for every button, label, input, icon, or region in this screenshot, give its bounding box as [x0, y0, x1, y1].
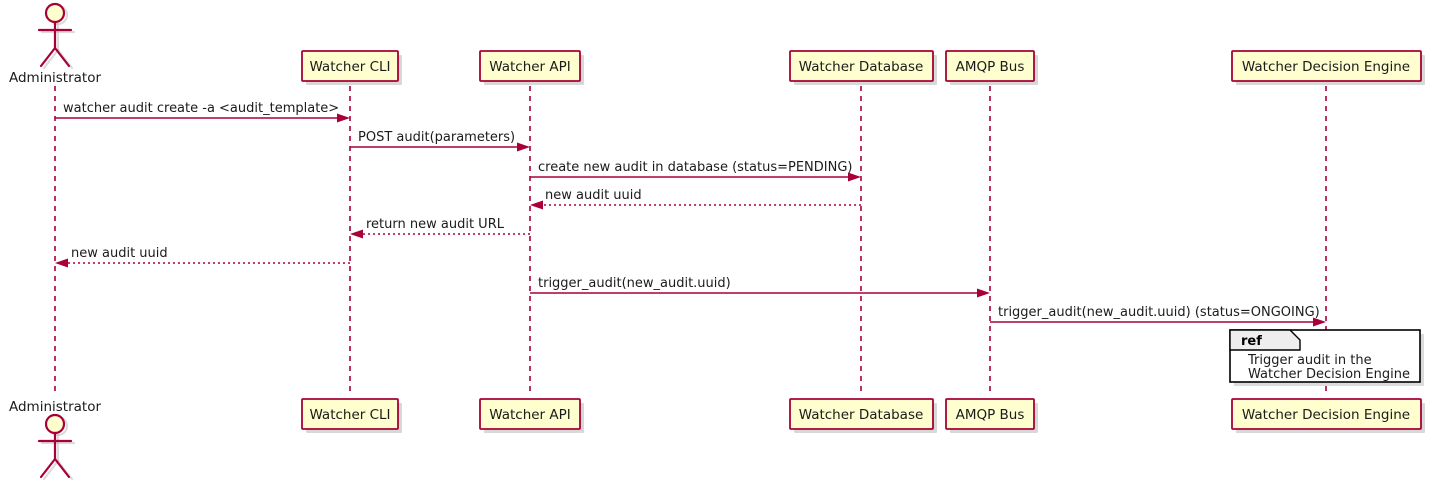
participant-box — [479, 398, 581, 430]
participant-box — [479, 50, 581, 82]
lifelines — [54, 86, 1327, 396]
participant-watcher-api-bottom[interactable]: Watcher API — [479, 398, 584, 433]
message-return-new-audit-url[interactable]: return new audit URL — [350, 217, 530, 239]
message-new-audit-uuid-cli[interactable]: new audit uuid — [55, 246, 350, 268]
participant-label-watcher-cli-bottom: Watcher CLI — [309, 407, 390, 423]
message-trigger-audit[interactable]: trigger_audit(new_audit.uuid) — [530, 276, 990, 298]
participant-label-administrator-top: Administrator — [9, 70, 101, 86]
participant-label-watcher-decision-engine-top: Watcher Decision Engine — [1242, 59, 1410, 75]
ref-text-line-2: Watcher Decision Engine — [1248, 367, 1410, 382]
participant-box — [301, 50, 399, 82]
message-label: trigger_audit(new_audit.uuid) — [538, 276, 731, 291]
message-label: new audit uuid — [71, 246, 168, 261]
arrow-head-left — [530, 200, 543, 210]
actor-icon — [37, 413, 73, 479]
message-label: POST audit(parameters) — [358, 130, 515, 145]
arrow-head-right — [977, 288, 990, 298]
participant-label-watcher-api-top: Watcher API — [489, 59, 571, 75]
message-label: return new audit URL — [366, 217, 505, 232]
arrow-head-right — [1313, 317, 1326, 327]
message-label: trigger_audit(new_audit.uuid) (status=ON… — [998, 305, 1320, 320]
message-label: new audit uuid — [545, 188, 642, 203]
participant-box — [789, 398, 934, 430]
participant-watcher-cli-top[interactable]: Watcher CLI — [301, 50, 402, 85]
arrow-head-right — [337, 113, 350, 123]
participant-label-amqp-bus-top: AMQP Bus — [956, 59, 1025, 75]
message-label: watcher audit create -a <audit_template> — [63, 101, 339, 116]
message-watcher-audit-create[interactable]: watcher audit create -a <audit_template> — [55, 101, 350, 123]
participant-watcher-database-bottom[interactable]: Watcher Database — [789, 398, 937, 433]
participant-administrator-top[interactable]: Administrator — [9, 2, 101, 86]
ref-text-line-1: Trigger audit in the — [1247, 353, 1372, 368]
arrow-head-right — [517, 142, 530, 152]
participant-box — [945, 398, 1035, 430]
participant-box — [301, 398, 399, 430]
ref-keyword: ref — [1241, 334, 1262, 349]
participant-label-watcher-cli-top: Watcher CLI — [309, 59, 390, 75]
participant-amqp-bus-top[interactable]: AMQP Bus — [945, 50, 1038, 85]
participant-label-watcher-database-bottom: Watcher Database — [799, 407, 924, 423]
participant-watcher-cli-bottom[interactable]: Watcher CLI — [301, 398, 402, 433]
participant-administrator-bottom[interactable]: Administrator — [9, 399, 101, 481]
arrow-head-left — [55, 258, 68, 268]
message-trigger-audit-ongoing[interactable]: trigger_audit(new_audit.uuid) (status=ON… — [990, 305, 1326, 327]
participant-label-watcher-decision-engine-bottom: Watcher Decision Engine — [1242, 407, 1410, 423]
participant-label-watcher-database-top: Watcher Database — [799, 59, 924, 75]
participant-box — [1231, 50, 1422, 82]
ref-fragment[interactable]: ref Trigger audit in the Watcher Decisio… — [1229, 329, 1424, 386]
arrow-head-right — [848, 172, 861, 182]
ref-tab — [1229, 329, 1301, 351]
message-label: create new audit in database (status=PEN… — [538, 160, 853, 175]
participant-box — [945, 50, 1035, 82]
participant-label-administrator-bottom: Administrator — [9, 399, 101, 415]
participant-watcher-decision-engine-bottom[interactable]: Watcher Decision Engine — [1231, 398, 1425, 433]
participant-label-amqp-bus-bottom: AMQP Bus — [956, 407, 1025, 423]
message-post-audit[interactable]: POST audit(parameters) — [350, 130, 530, 152]
participant-label-watcher-api-bottom: Watcher API — [489, 407, 571, 423]
participant-watcher-api-top[interactable]: Watcher API — [479, 50, 584, 85]
arrow-head-left — [350, 229, 363, 239]
message-new-audit-uuid-db[interactable]: new audit uuid — [530, 188, 861, 210]
actor-icon — [37, 2, 73, 68]
message-create-new-audit[interactable]: create new audit in database (status=PEN… — [530, 160, 861, 182]
participant-box — [789, 50, 934, 82]
participant-box — [1231, 398, 1422, 430]
participant-amqp-bus-bottom[interactable]: AMQP Bus — [945, 398, 1038, 433]
participant-watcher-database-top[interactable]: Watcher Database — [789, 50, 937, 85]
participant-watcher-decision-engine-top[interactable]: Watcher Decision Engine — [1231, 50, 1425, 85]
